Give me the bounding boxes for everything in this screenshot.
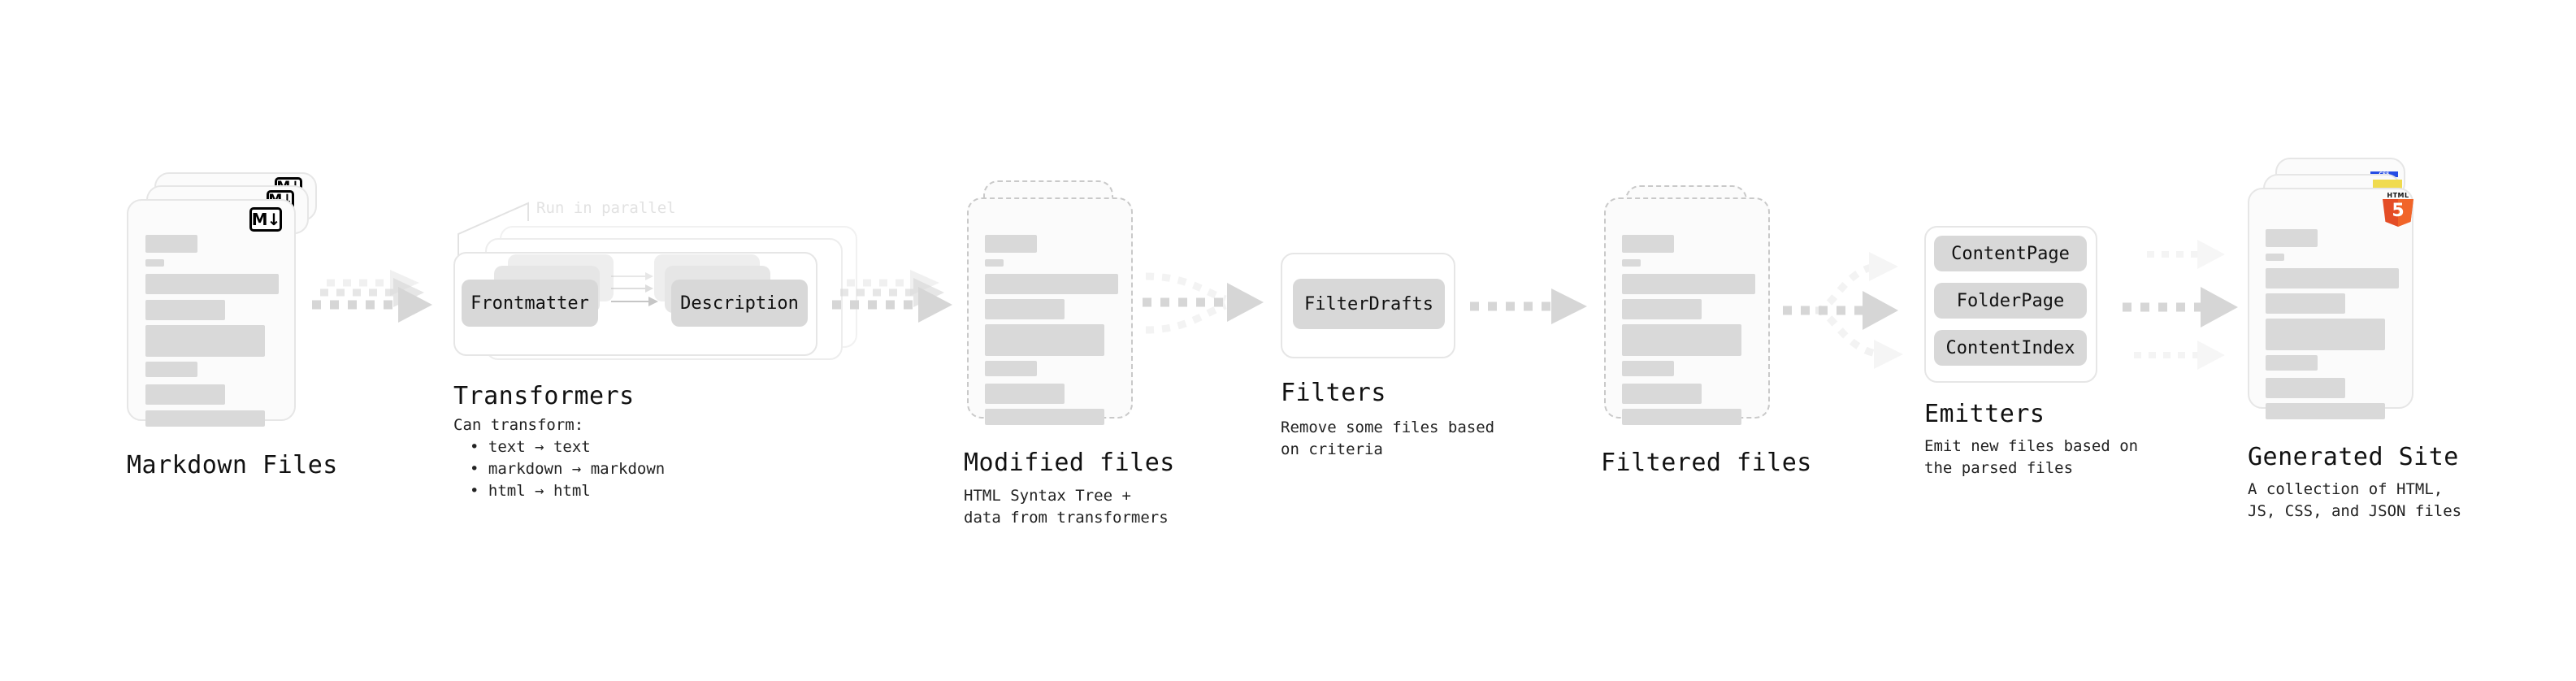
- run-in-parallel-bracket: [458, 202, 529, 258]
- generated-site-label: Generated Site: [2248, 443, 2459, 471]
- transformers-note-item: • markdown → markdown: [470, 460, 666, 478]
- card-bar: [1622, 274, 1755, 294]
- card-bar: [985, 274, 1118, 294]
- modified-files-note: data from transformers: [964, 509, 1169, 527]
- card-bar: [985, 259, 1004, 267]
- card-bar: [2266, 355, 2318, 371]
- arrow-markdown-to-transformers: [312, 270, 432, 323]
- card-bar: [2266, 293, 2345, 314]
- arrow-transformers-to-modified: [832, 270, 952, 323]
- card-bar: [985, 384, 1065, 404]
- card-bar: [145, 384, 225, 405]
- modified-card-front: [967, 197, 1133, 425]
- card-bar: [2266, 268, 2399, 288]
- generated-site-note: A collection of HTML,: [2248, 480, 2444, 498]
- transformer-chip-frontmatter[interactable]: Frontmatter: [462, 280, 598, 327]
- transformers-note-item: • html → html: [470, 482, 591, 500]
- card-bar: [2266, 229, 2318, 247]
- card-bar: [145, 325, 265, 357]
- card-bar: [1622, 361, 1674, 376]
- card-bar: [2266, 378, 2345, 398]
- markdown-card-front: [127, 199, 296, 427]
- card-bar: [1622, 409, 1741, 425]
- card-bar: [985, 324, 1104, 356]
- card-bar: [1622, 259, 1641, 267]
- modified-files-note: HTML Syntax Tree +: [964, 487, 1131, 505]
- card-bar: [985, 361, 1037, 376]
- arrow-emitters-to-generated: [2123, 240, 2238, 370]
- html5-badge-word: HTML: [2387, 192, 2409, 199]
- transformer-inner-arrows: [611, 272, 658, 306]
- card-bar: [985, 235, 1037, 253]
- emitters-note: the parsed files: [1924, 459, 2074, 477]
- modified-files-label: Modified files: [964, 449, 1175, 477]
- run-in-parallel-label: Run in parallel: [536, 199, 676, 217]
- card-bar: [145, 410, 265, 427]
- emitter-chip-contentindex[interactable]: ContentIndex: [1934, 330, 2087, 366]
- card-bar: [2266, 319, 2385, 350]
- markdown-files-label: Markdown Files: [127, 451, 338, 479]
- transformers-note-heading: Can transform:: [453, 416, 584, 434]
- filtered-files-label: Filtered files: [1601, 449, 1812, 477]
- transformers-note-item: • text → text: [470, 438, 591, 456]
- emitter-chip-contentpage[interactable]: ContentPage: [1934, 236, 2087, 271]
- arrow-filtered-to-emitters: [1783, 252, 1903, 369]
- filter-chip-filterdrafts[interactable]: FilterDrafts: [1293, 279, 1445, 329]
- card-bar: [1622, 235, 1674, 253]
- transformers-label: Transformers: [453, 382, 635, 410]
- emitter-chip-folderpage[interactable]: FolderPage: [1934, 283, 2087, 319]
- card-bar: [145, 362, 197, 377]
- card-bar: [985, 409, 1104, 425]
- generated-card-front: [2248, 188, 2413, 419]
- card-bar: [2266, 254, 2284, 261]
- filters-note: on criteria: [1281, 440, 1383, 458]
- emitters-note: Emit new files based on: [1924, 437, 2139, 455]
- card-bar: [145, 259, 164, 267]
- card-bar: [1622, 384, 1702, 404]
- html5-digit: 5: [2392, 201, 2405, 221]
- filters-label: Filters: [1281, 379, 1386, 407]
- emitters-label: Emitters: [1924, 400, 2045, 428]
- card-bar: [145, 274, 279, 294]
- card-bar: [1622, 324, 1741, 356]
- markdown-logo: M↓: [249, 207, 282, 232]
- html5-badge: HTML 5: [2383, 192, 2413, 228]
- arrow-modified-to-filters: [1143, 272, 1264, 334]
- card-bar: [145, 300, 225, 320]
- filters-note: Remove some files based: [1281, 419, 1495, 436]
- card-bar: [145, 235, 197, 253]
- arrow-filters-to-filtered: [1470, 288, 1587, 324]
- card-bar: [985, 299, 1065, 319]
- transformer-chip-description[interactable]: Description: [671, 280, 808, 327]
- card-bar: [1622, 299, 1702, 319]
- generated-site-note: JS, CSS, and JSON files: [2248, 502, 2462, 520]
- html5-shield: 5: [2383, 199, 2413, 227]
- filtered-card-front: [1604, 197, 1770, 425]
- card-bar: [2266, 403, 2385, 419]
